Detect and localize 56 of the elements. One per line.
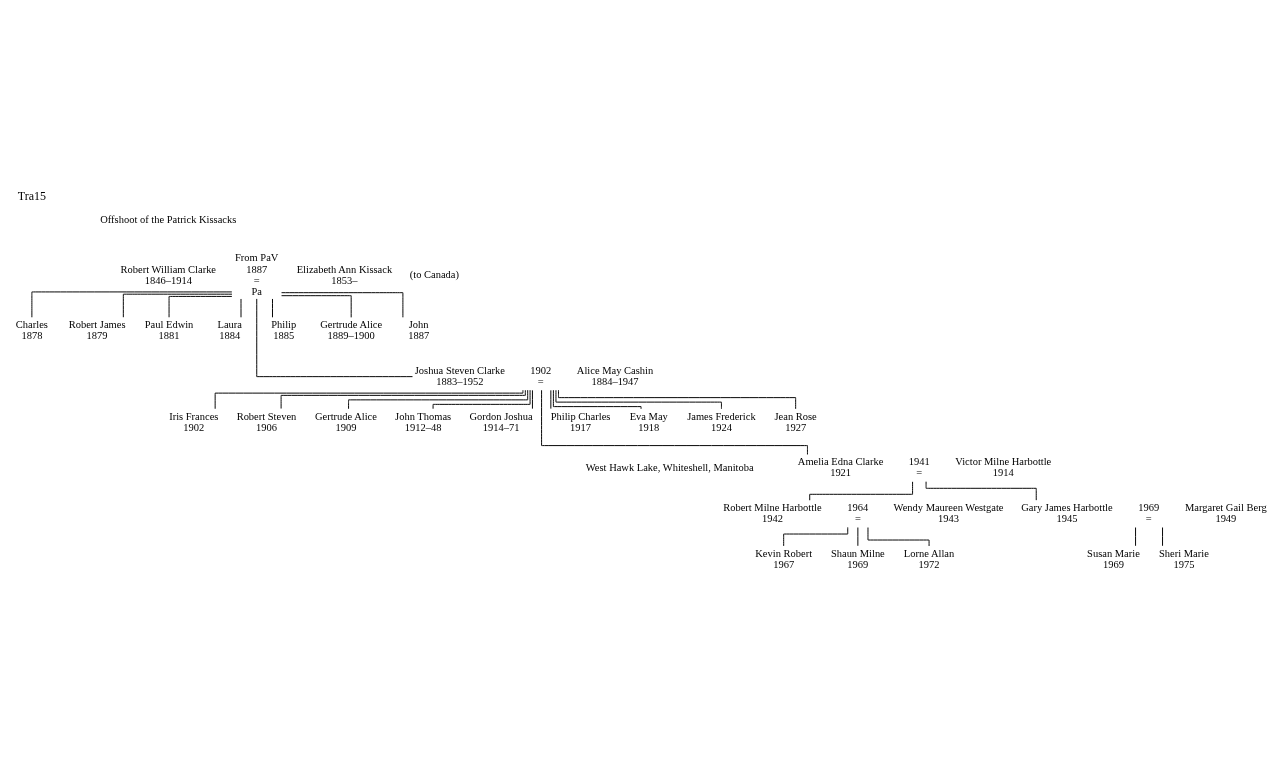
node-text: Jean Rose 1927 xyxy=(774,410,817,433)
node-text: From PaV 1887 = Pa xyxy=(235,252,279,298)
connector xyxy=(122,293,233,318)
node-text: Wendy Maureen Westgate 1943 xyxy=(893,501,1004,525)
node-text: Paul Edwin 1881 xyxy=(144,319,194,342)
connector xyxy=(272,298,273,318)
node-text: Alice May Cashin 1884–1947 xyxy=(576,364,654,388)
label: West Hawk Lake, Whiteshell, Manitoba xyxy=(585,461,754,473)
node-text: 1964 = xyxy=(847,501,869,525)
node-text: Joshua Steven Clarke 1883–1952 xyxy=(414,364,505,388)
connector xyxy=(1135,527,1137,547)
node-text: Gertrude Alice 1909 xyxy=(314,410,377,433)
node-text: James Frederick 1924 xyxy=(687,410,756,433)
node-text: Eva May 1918 xyxy=(629,410,668,433)
connector xyxy=(31,291,233,318)
node-text: Gordon Joshua 1914–71 xyxy=(469,410,533,433)
label: Offshoot of the Patrick Kissacks xyxy=(100,213,237,225)
connector xyxy=(552,389,642,410)
node-text: Susan Marie 1969 xyxy=(1087,547,1140,570)
diagram-title: Tra15 xyxy=(17,188,46,203)
node-text: Robert James 1879 xyxy=(68,319,126,342)
connector xyxy=(168,295,233,318)
node-text: Gertrude Alice 1889–1900 xyxy=(320,319,383,342)
node-label: (to Canada) xyxy=(409,269,459,281)
connector xyxy=(555,389,722,410)
connector xyxy=(281,292,404,318)
node-text: John Thomas 1912–48 xyxy=(395,410,452,433)
node-text: Amelia Edna Clarke 1921 xyxy=(797,456,884,479)
node-text: Robert Milne Harbottle 1942 xyxy=(723,501,822,525)
node-text: 1969 = xyxy=(1138,501,1160,525)
node-text: Philip Charles 1917 xyxy=(550,410,611,433)
connector xyxy=(280,389,526,410)
node-text: Lorne Allan 1972 xyxy=(903,547,955,570)
node-text: 1902 = xyxy=(530,364,552,388)
connector xyxy=(531,389,533,410)
node-text: Elizabeth Ann Kissack 1853– xyxy=(296,263,393,286)
node-text: Sheri Marie 1975 xyxy=(1159,547,1209,570)
node-text: Charles 1878 xyxy=(15,319,48,342)
node-text: Gary James Harbottle 1945 xyxy=(1021,501,1113,525)
node-text: Margaret Gail Berg 1949 xyxy=(1185,501,1267,525)
connector xyxy=(348,389,529,410)
connector xyxy=(281,295,352,318)
node-text: Kevin Robert 1967 xyxy=(755,547,813,570)
connector xyxy=(256,298,413,378)
node-text: Victor Milne Harbottle 1914 xyxy=(955,456,1052,479)
node-text: Iris Frances 1902 xyxy=(169,410,219,433)
node-text: Robert Steven 1906 xyxy=(236,410,297,433)
node-text: 1941 = xyxy=(908,456,930,479)
connector xyxy=(1162,527,1164,547)
connector xyxy=(550,389,552,410)
node-text: Robert William Clarke 1846–1914 xyxy=(120,263,217,286)
node-text: John 1887 xyxy=(408,319,430,342)
connector xyxy=(432,389,531,410)
node-text: Laura 1884 xyxy=(217,319,242,342)
node-text: Shaun Milne 1969 xyxy=(830,547,885,570)
node-text: Philip 1885 xyxy=(271,319,297,342)
